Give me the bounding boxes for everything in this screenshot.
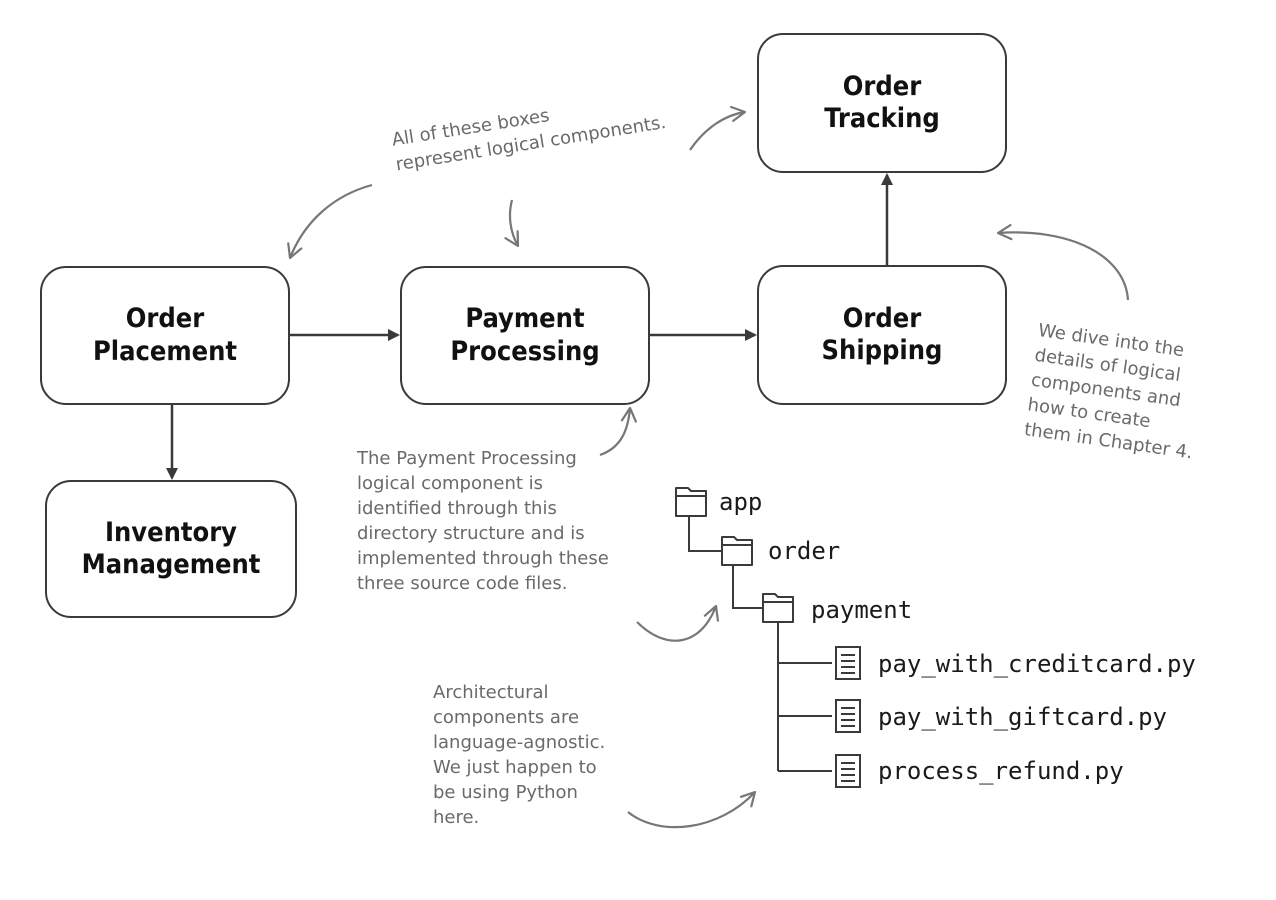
payment-annotation-line: three source code files. (357, 573, 568, 594)
annotation-arrow-chapter (996, 224, 1130, 301)
language-annotation: Architectural components are language-ag… (433, 680, 605, 830)
language-annotation-line: components are (433, 707, 580, 728)
file-icon-giftcard (835, 699, 861, 733)
file-label-giftcard: pay_with_giftcard.py (878, 703, 1167, 731)
tree-lines (688, 517, 832, 772)
annotation-arrow-to-directory (636, 604, 720, 642)
order-shipping-line-2: Shipping (821, 335, 943, 366)
annotation-arrow-payment-note (599, 406, 637, 457)
annotation-arrow-to-files (627, 790, 757, 829)
payment-annotation-line: directory structure and is (357, 523, 585, 544)
payment-processing-line-2: Processing (450, 335, 600, 367)
order-placement-line-2: Placement (92, 335, 238, 367)
chapter-annotation: We dive into the details of logical comp… (1023, 318, 1209, 465)
inventory-management-line-2: Management (81, 549, 261, 580)
payment-annotation: The Payment Processing logical component… (357, 446, 609, 596)
language-annotation-line: here. (433, 807, 480, 828)
inventory-management-line-1: Inventory (104, 516, 238, 548)
file-label-creditcard: pay_with_creditcard.py (878, 650, 1196, 678)
inventory-management-box: Inventory Management (45, 480, 297, 618)
order-tracking-box: Order Tracking (757, 33, 1007, 173)
folder-icon-order (721, 536, 753, 566)
payment-annotation-line: The Payment Processing (357, 448, 577, 469)
order-placement-line-1: Order (125, 303, 205, 335)
order-tracking-line-2: Tracking (824, 103, 940, 134)
order-shipping-box: Order Shipping (757, 265, 1007, 405)
folder-icon-payment (762, 593, 794, 623)
file-label-refund: process_refund.py (878, 757, 1124, 785)
language-annotation-line: Architectural (433, 682, 549, 703)
folder-label-order: order (768, 537, 841, 565)
payment-processing-box: Payment Processing (400, 266, 650, 405)
annotation-arrow-to-tracking (689, 105, 747, 151)
order-shipping-line-1: Order (842, 302, 922, 334)
annotation-arrow-to-placement (287, 183, 373, 260)
folder-label-app: app (719, 488, 763, 516)
folder-label-payment: payment (811, 596, 913, 624)
payment-annotation-line: identified through this (357, 498, 557, 519)
file-icon-refund (835, 754, 861, 788)
language-annotation-line: We just happen to (433, 757, 597, 778)
annotation-arrow-to-payment (504, 199, 520, 248)
order-placement-box: Order Placement (40, 266, 290, 405)
payment-processing-line-1: Payment (465, 303, 585, 335)
order-tracking-line-1: Order (842, 70, 922, 102)
language-annotation-line: language-agnostic. (433, 732, 606, 753)
folder-icon-app (675, 487, 707, 517)
language-annotation-line: be using Python (433, 782, 578, 803)
file-icon-creditcard (835, 646, 861, 680)
payment-annotation-line: logical component is (357, 473, 544, 494)
payment-annotation-line: implemented through these (357, 548, 609, 569)
